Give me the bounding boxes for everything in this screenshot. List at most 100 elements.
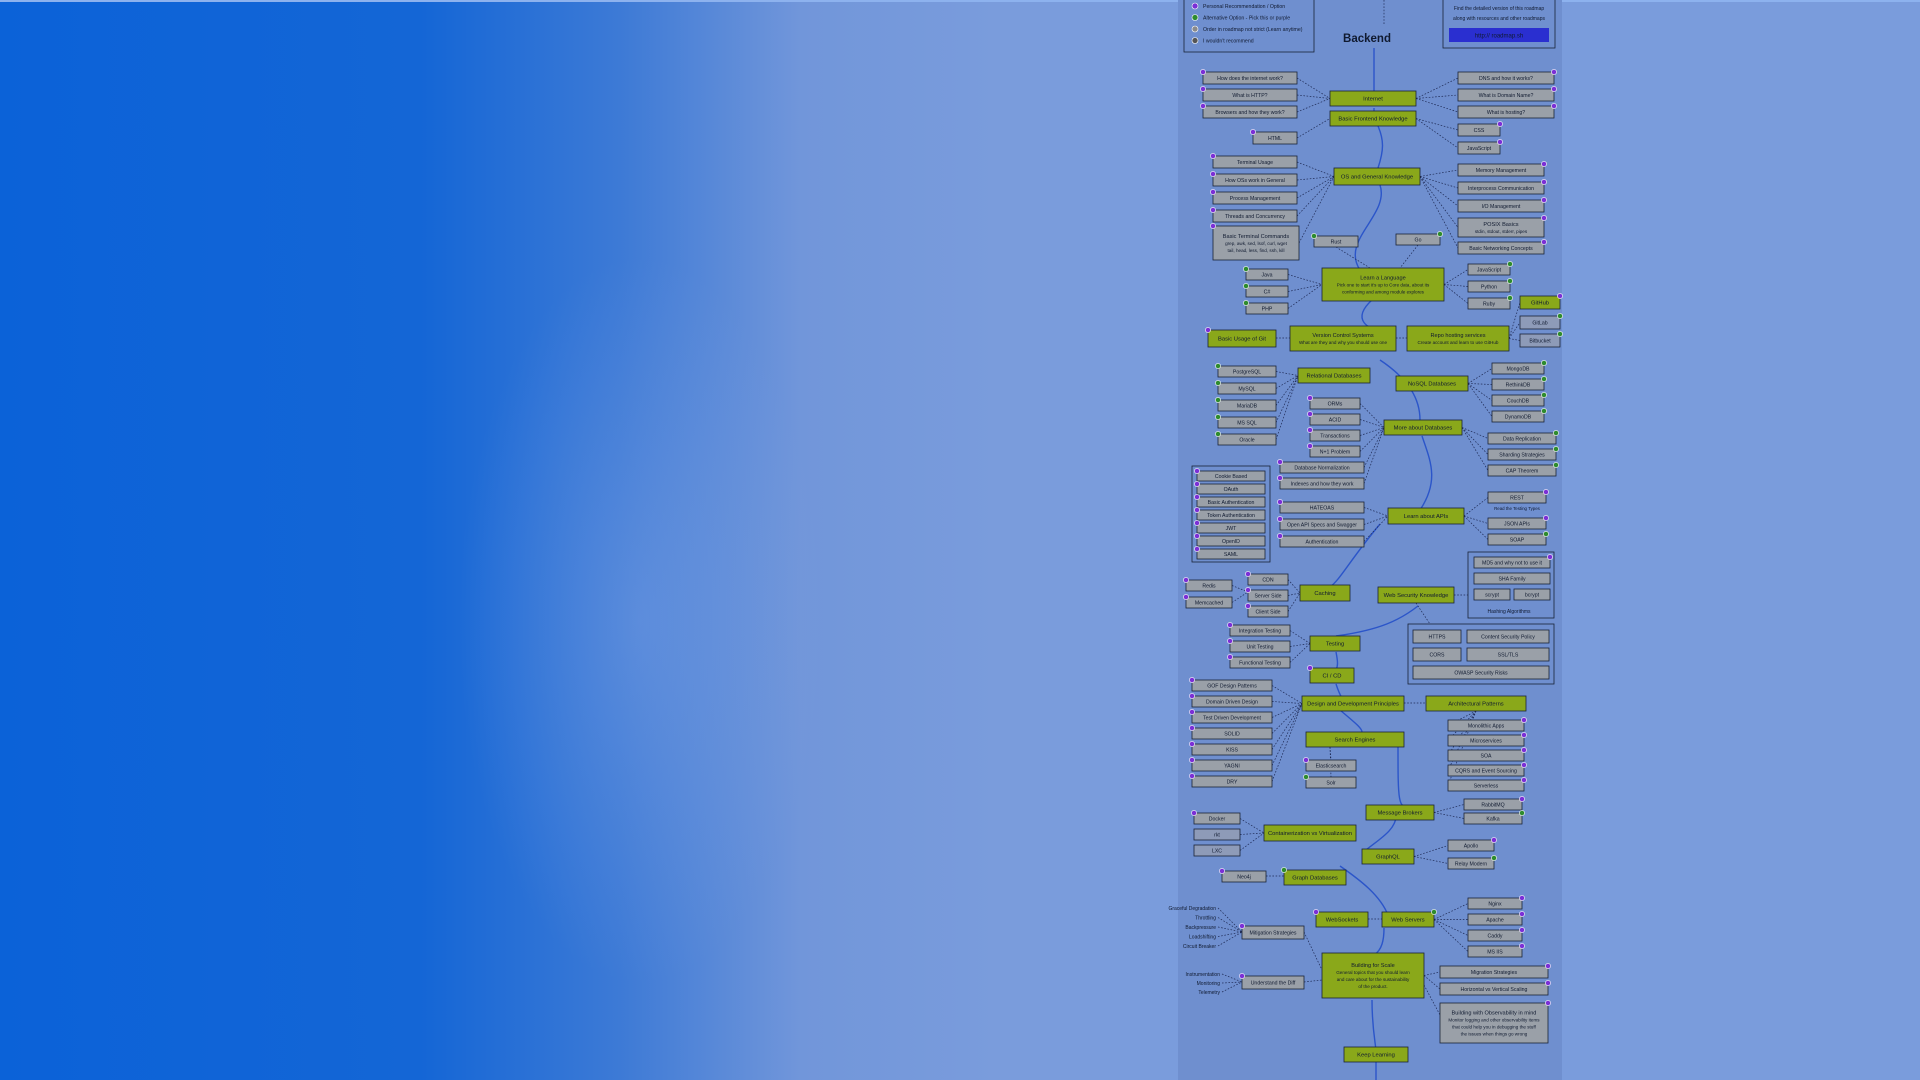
node-authentication[interactable]: Authentication (1277, 533, 1365, 548)
node-ruby[interactable]: Ruby (1467, 295, 1513, 310)
node-yagni[interactable]: YAGNI (1189, 757, 1273, 772)
node-serverless[interactable]: Serverless (1447, 777, 1527, 792)
node-basic-authentication[interactable]: Basic Authentication (1194, 494, 1266, 508)
node-functional-testing[interactable]: Functional Testing (1227, 654, 1291, 669)
node-graphql[interactable]: GraphQL (1361, 848, 1415, 865)
node-testing[interactable]: Testing (1309, 635, 1361, 652)
node-test-driven-development[interactable]: Test Driven Development (1189, 709, 1273, 724)
node-bcrypt[interactable]: bcrypt (1513, 588, 1551, 601)
node-javascript[interactable]: JavaScript (1467, 261, 1513, 276)
node-github[interactable]: GitHub (1519, 293, 1563, 310)
node-html[interactable]: HTML (1250, 129, 1298, 145)
node-oracle[interactable]: Oracle (1215, 431, 1277, 446)
node-web-servers[interactable]: Web Servers (1381, 909, 1437, 928)
node-sha-family[interactable]: SHA Family (1473, 572, 1551, 585)
node-cdn[interactable]: CDN (1245, 571, 1289, 586)
node-transactions[interactable]: Transactions (1307, 427, 1361, 442)
node-how-oss-work-in-general[interactable]: How OSs work in General (1210, 171, 1298, 187)
node-cap-theorem[interactable]: CAP Theorem (1487, 462, 1559, 477)
node-websockets[interactable]: WebSockets (1313, 909, 1369, 928)
node-c[interactable]: C# (1243, 283, 1289, 298)
node-php[interactable]: PHP (1243, 300, 1289, 315)
node-what-is-http[interactable]: What is HTTP? (1200, 86, 1298, 102)
node-terminal-usage[interactable]: Terminal Usage (1210, 153, 1298, 169)
node-ms-iis[interactable]: MS IIS (1467, 943, 1525, 958)
node-memory-management[interactable]: Memory Management (1457, 161, 1547, 177)
node-threads-and-concurrency[interactable]: Threads and Concurrency (1210, 207, 1298, 223)
node-cqrs-and-event-sourcing[interactable]: CQRS and Event Sourcing (1447, 762, 1527, 777)
node-basic-frontend-knowledge[interactable]: Basic Frontend Knowledge (1329, 110, 1417, 127)
node-scrypt[interactable]: scrypt (1473, 588, 1511, 601)
node-apollo[interactable]: Apollo (1447, 837, 1497, 852)
node-rust[interactable]: Rust (1311, 233, 1359, 248)
node-json-apis[interactable]: JSON APIs (1487, 515, 1549, 530)
node-search-engines[interactable]: Search Engines (1305, 731, 1405, 748)
node-kiss[interactable]: KISS (1189, 741, 1273, 756)
node-understand-the-diff[interactable]: Understand the Diff (1239, 973, 1305, 990)
node-mitigation-strategies[interactable]: Mitigation Strategies (1239, 923, 1305, 940)
node-nginx[interactable]: Nginx (1467, 895, 1525, 910)
node-acid[interactable]: ACID (1307, 411, 1361, 426)
node-client-side[interactable]: Client Side (1245, 603, 1289, 618)
node-cors[interactable]: CORS (1412, 647, 1462, 662)
node-neo4j[interactable]: Neo4j (1219, 868, 1267, 883)
node-mariadb[interactable]: MariaDB (1215, 397, 1277, 412)
node-gof-design-patterns[interactable]: GOF Design Patterns (1189, 677, 1273, 692)
node-css[interactable]: CSS (1457, 121, 1503, 137)
node-nosql-databases[interactable]: NoSQL Databases (1395, 375, 1469, 392)
node-process-management[interactable]: Process Management (1210, 189, 1298, 205)
node-rabbitmq[interactable]: RabbitMQ (1463, 796, 1525, 811)
node-orms[interactable]: ORMs (1307, 395, 1361, 410)
node-indexes-and-how-they-work[interactable]: Indexes and how they work (1277, 475, 1365, 490)
node-bitbucket[interactable]: Bitbucket (1519, 331, 1563, 348)
node-web-security-knowledge[interactable]: Web Security Knowledge (1377, 586, 1455, 604)
node-interprocess-communication[interactable]: Interprocess Communication (1457, 179, 1547, 195)
node-postgresql[interactable]: PostgreSQL (1215, 363, 1277, 378)
node-redis[interactable]: Redis (1183, 577, 1233, 592)
node-ssl-tls[interactable]: SSL/TLS (1466, 647, 1550, 662)
node-openid[interactable]: OpenID (1194, 533, 1266, 547)
node-docker[interactable]: Docker (1191, 810, 1241, 825)
node-relay-modern[interactable]: Relay Modern (1447, 855, 1497, 870)
node-basic-usage-of-git[interactable]: Basic Usage of Git (1205, 327, 1277, 348)
node-migration-strategies[interactable]: Migration Strategies (1439, 963, 1551, 979)
node-go[interactable]: Go (1395, 231, 1443, 246)
node-soap[interactable]: SOAP (1487, 531, 1549, 546)
node-internet[interactable]: Internet (1329, 90, 1417, 107)
node-more-about-databases[interactable]: More about Databases (1383, 419, 1463, 436)
node-server-side[interactable]: Server Side (1245, 587, 1289, 602)
node-dry[interactable]: DRY (1189, 773, 1273, 788)
node-lxc[interactable]: LXC (1193, 844, 1241, 857)
node-what-is-hosting[interactable]: What is hosting? (1457, 103, 1557, 119)
node-oauth[interactable]: OAuth (1194, 481, 1266, 495)
node-os-and-general-knowledge[interactable]: OS and General Knowledge (1333, 167, 1421, 186)
node-i-o-management[interactable]: I/O Management (1457, 197, 1547, 213)
node-how-does-the-internet-work[interactable]: How does the internet work? (1200, 69, 1298, 85)
node-token-authentication[interactable]: Token Authentication (1194, 507, 1266, 521)
node-data-replication[interactable]: Data Replication (1487, 430, 1559, 445)
node-open-api-specs-and-swagger[interactable]: Open API Specs and Swagger (1277, 516, 1365, 531)
node-browsers-and-how-they-work[interactable]: Browsers and how they work? (1200, 103, 1298, 119)
node-containerization-vs-virtualization[interactable]: Containerization vs Virtualization (1263, 824, 1357, 842)
node-owasp-security-risks[interactable]: OWASP Security Risks (1412, 665, 1550, 680)
node-dynamodb[interactable]: DynamoDB (1491, 408, 1547, 423)
node-ci-cd[interactable]: CI / CD (1307, 665, 1355, 684)
node-javascript[interactable]: JavaScript (1457, 139, 1503, 155)
node-md5-and-why-not-to-use-it[interactable]: MD5 and why not to use it (1473, 554, 1553, 569)
node-mongodb[interactable]: MongoDB (1491, 360, 1547, 375)
node-what-is-domain-name[interactable]: What is Domain Name? (1457, 86, 1557, 102)
node-n-1-problem[interactable]: N+1 Problem (1307, 443, 1361, 458)
node-content-security-policy[interactable]: Content Security Policy (1466, 629, 1550, 644)
node-domain-driven-design[interactable]: Domain Driven Design (1189, 693, 1273, 708)
node-couchdb[interactable]: CouchDB (1491, 392, 1547, 407)
node-design-and-development-principles[interactable]: Design and Development Principles (1301, 695, 1405, 712)
node-mysql[interactable]: MySQL (1215, 380, 1277, 395)
node-rethinkdb[interactable]: RethinkDB (1491, 376, 1547, 391)
node-unit-testing[interactable]: Unit Testing (1227, 638, 1291, 653)
node-java[interactable]: Java (1243, 266, 1289, 281)
